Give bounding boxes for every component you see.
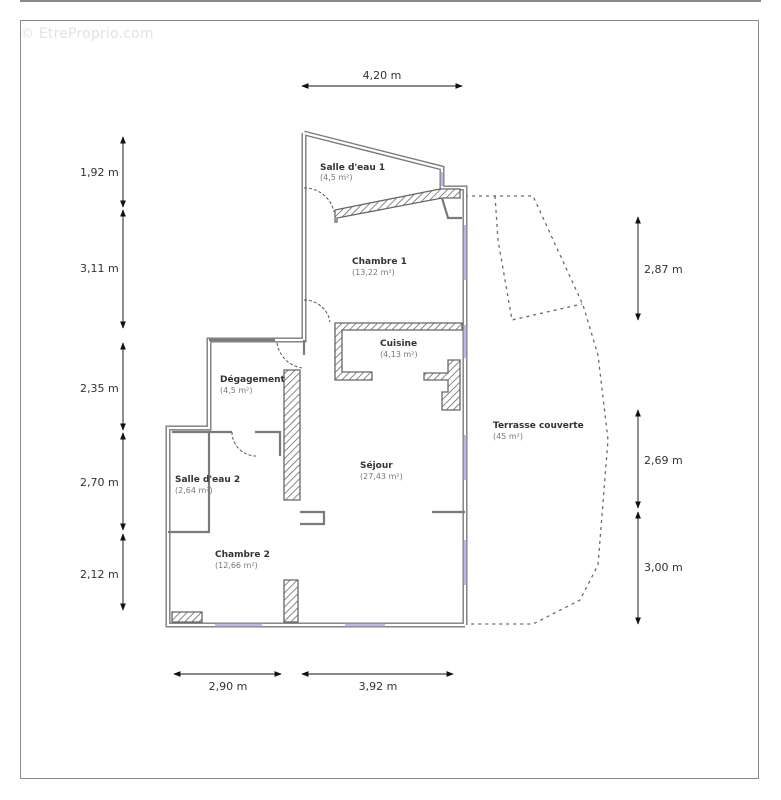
partitions: [168, 197, 465, 534]
dim-left-4: 2,70 m: [80, 476, 119, 489]
dim-bottom-1: 2,90 m: [209, 680, 248, 693]
dim-bottom-2: 3,92 m: [359, 680, 398, 693]
room-area-degagement: (4,5 m²): [220, 386, 253, 395]
hatched-walls: [171, 188, 463, 623]
plan-frame: [20, 20, 759, 779]
dim-left-3: 2,35 m: [80, 382, 119, 395]
room-area-chambre-2: (12,66 m²): [215, 561, 258, 570]
dim-right-3: 3,00 m: [644, 561, 683, 574]
top-border-line: [20, 0, 761, 2]
room-labels: Salle d'eau 1 (4,5 m²) Chambre 1 (13,22 …: [175, 163, 584, 570]
room-area-chambre-1: (13,22 m²): [352, 268, 395, 277]
terrace-outline: [465, 195, 609, 625]
room-name-cuisine: Cuisine: [380, 339, 417, 349]
room-name-salle-eau-1: Salle d'eau 1: [320, 163, 385, 173]
dim-right-2: 2,69 m: [644, 454, 683, 467]
walls: [165, 130, 468, 628]
room-area-salle-eau-1: (4,5 m²): [320, 173, 353, 182]
room-name-terrasse: Terrasse couverte: [493, 421, 584, 431]
dim-left-5: 2,12 m: [80, 568, 119, 581]
windows: [215, 172, 467, 627]
dim-left-2: 3,11 m: [80, 262, 119, 275]
room-area-terrasse: (45 m²): [493, 432, 523, 441]
room-name-sejour: Séjour: [360, 460, 393, 471]
door-swings: [231, 187, 335, 457]
room-area-cuisine: (4,13 m²): [380, 350, 418, 359]
room-name-degagement: Dégagement: [220, 374, 286, 385]
room-area-sejour: (27,43 m²): [360, 472, 403, 481]
dimension-lines: [120, 83, 641, 677]
room-name-chambre-1: Chambre 1: [352, 257, 407, 267]
room-area-salle-eau-2: (2,64 m²): [175, 486, 213, 495]
room-name-salle-eau-2: Salle d'eau 2: [175, 475, 240, 485]
watermark: © EtreProprio.com: [20, 26, 154, 42]
dimension-labels: 4,20 m 1,92 m 3,11 m 2,35 m 2,70 m 2,12 …: [80, 69, 683, 693]
dim-top-1: 4,20 m: [363, 69, 402, 82]
dim-right-1: 2,87 m: [644, 263, 683, 276]
room-name-chambre-2: Chambre 2: [215, 550, 270, 560]
dim-left-1: 1,92 m: [80, 166, 119, 179]
